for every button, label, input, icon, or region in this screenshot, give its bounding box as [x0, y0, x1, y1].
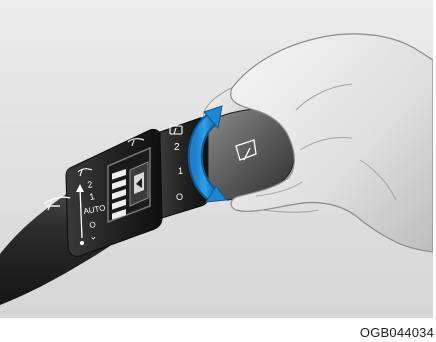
wiper-switch-illustration: 2 1 AUTO O ⌄ 2 1	[0, 0, 433, 318]
figure-code: OGB044034	[360, 325, 434, 340]
rear-scale-off: O	[176, 192, 183, 202]
rear-scale-1: 1	[178, 166, 183, 176]
rear-scale-2: 2	[174, 142, 180, 153]
